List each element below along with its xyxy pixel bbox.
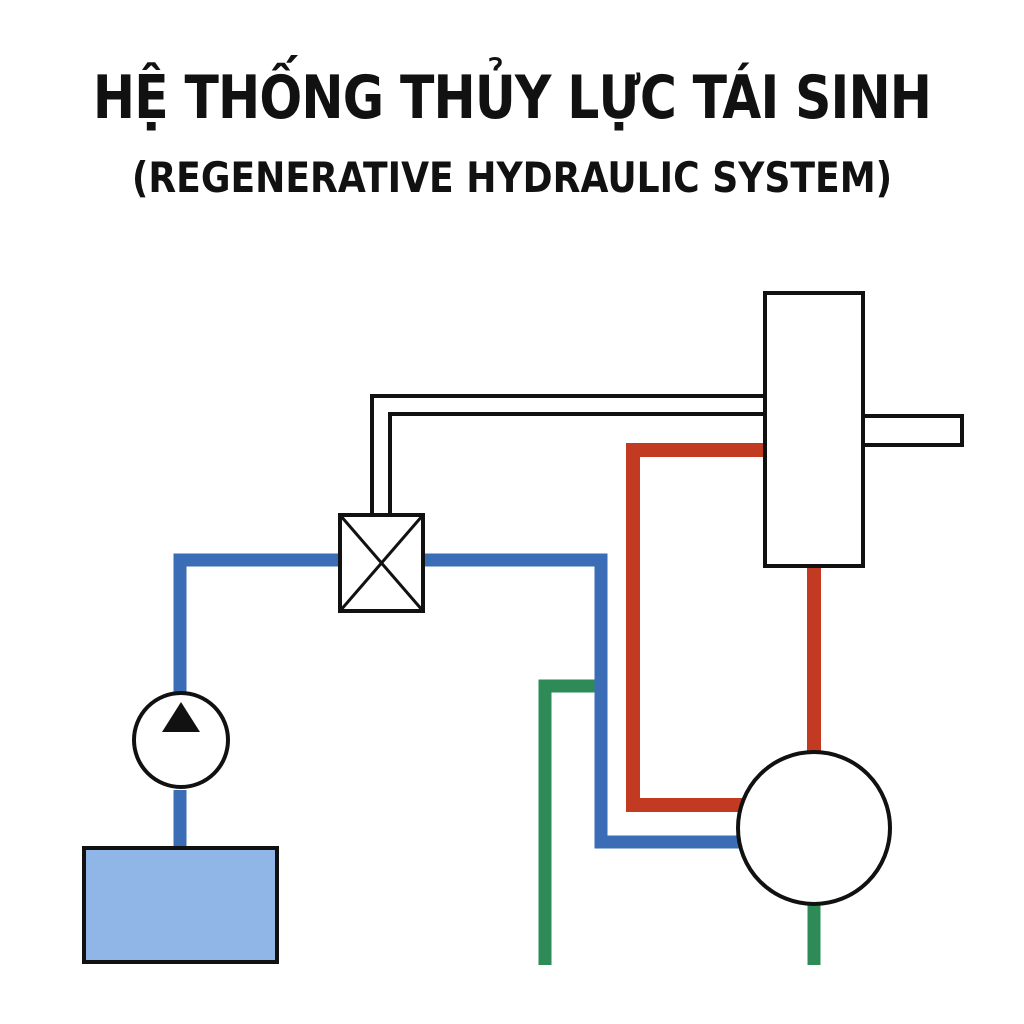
supply-line-pump-valve — [173, 553, 340, 692]
supply-line-valve-motor — [423, 553, 742, 849]
diagram-subtitle: (REGENERATIVE HYDRAULIC SYSTEM) — [131, 153, 893, 202]
pump-body — [132, 691, 230, 789]
pump-icon — [132, 691, 230, 789]
diagram-title: HỆ THỐNG THỦY LỰC TÁI SINH — [92, 63, 932, 133]
regenerative-line-upper — [626, 443, 766, 812]
reservoir-tank — [82, 846, 279, 964]
control-line-inner — [388, 412, 766, 515]
hydraulic-cylinder-icon — [763, 291, 865, 568]
control-line-outer — [370, 394, 766, 515]
directional-valve-icon — [338, 513, 425, 613]
valve-cross-b — [338, 514, 425, 612]
cylinder-rod — [860, 414, 964, 447]
pump-arrow — [162, 702, 200, 732]
drain-line-left — [538, 679, 596, 965]
hydraulic-motor-icon — [736, 750, 892, 906]
control-line — [370, 394, 766, 515]
